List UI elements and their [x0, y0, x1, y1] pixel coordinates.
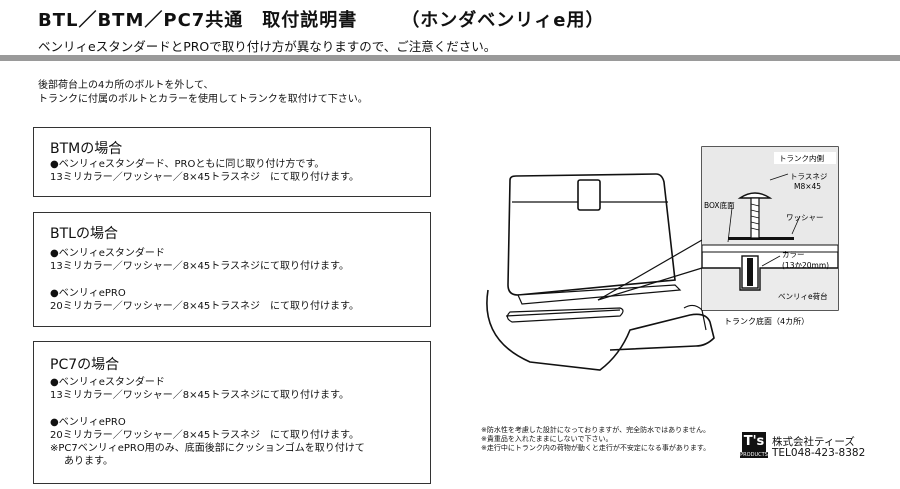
section-btm-title: BTMの場合 — [50, 141, 123, 157]
section-pc7-std-label: ●ベンリィeスタンダード — [50, 377, 165, 388]
company-name: 株式会社ティーズ — [772, 436, 855, 448]
section-pc7-title: PC7の場合 — [50, 357, 120, 373]
label-truss-screw: トラスネジ — [790, 172, 828, 181]
company-logo-sub: PRODUCTS — [740, 452, 768, 458]
section-btl-title: BTLの場合 — [50, 226, 118, 242]
note-waterproof: ※防水性を考慮した設計になっておりますが、完全防水ではありません。 — [481, 426, 710, 434]
section-pc7-std-text: 13ミリカラー／ワッシャー／8×45トラスネジにて取り付けます。 — [50, 390, 349, 401]
section-btl-std-label: ●ベンリィeスタンダード — [50, 248, 165, 259]
label-collar-size: (13か20mm) — [782, 261, 829, 270]
label-carrier: ベンリィe荷台 — [778, 291, 828, 301]
page-title: BTL／BTM／PC7共通 取付説明書 （ホンダベンリィe用） — [38, 6, 605, 32]
note-driving: ※走行中にトランク内の荷物が動くと走行が不安定になる事があります。 — [481, 444, 711, 452]
section-btm-line-2: 13ミリカラー／ワッシャー／8×45トラスネジ にて取り付けます。 — [50, 172, 359, 183]
intro-line-1: 後部荷台上の4カ所のボルトを外して、 — [38, 80, 214, 91]
page-subtitle: ベンリィeスタンダードとPROで取り付け方が異なりますので、ご注意ください。 — [38, 39, 497, 54]
section-btl-std-text: 13ミリカラー／ワッシャー／8×45トラスネジにて取り付けます。 — [50, 261, 349, 272]
label-washer: ワッシャー — [786, 213, 824, 222]
page-title-suffix: （ホンダベンリィe用） — [401, 10, 605, 31]
section-pc7-note-1: ※PC7ベンリィePRO用のみ、底面後部にクッションゴムを取り付けて — [50, 443, 365, 454]
company-tel: TEL048-423-8382 — [772, 447, 866, 459]
page-title-main: BTL／BTM／PC7共通 取付説明書 — [38, 10, 358, 31]
scooter-trunk-illustration — [486, 173, 715, 371]
section-btm-line-1: ●ベンリィeスタンダード、PROともに同じ取り付け方です。 — [50, 159, 325, 170]
section-btl-pro-text: 20ミリカラー／ワッシャー／8×45トラスネジ にて取り付けます。 — [50, 301, 359, 312]
intro-line-2: トランクに付属のボルトとカラーを使用してトランクを取付けて下さい。 — [38, 94, 368, 105]
label-screw-size: M8×45 — [794, 182, 821, 191]
label-collar: カラー — [782, 250, 805, 259]
section-btl-pro-label: ●ベンリィePRO — [50, 288, 126, 299]
section-btm: BTMの場合 ●ベンリィeスタンダード、PROともに同じ取り付け方です。 13ミ… — [33, 127, 431, 197]
diagram-caption: トランク底面（4カ所） — [724, 316, 809, 326]
washer-shape — [728, 237, 794, 240]
collar-shape — [741, 255, 759, 289]
section-btl: BTLの場合 ●ベンリィeスタンダード 13ミリカラー／ワッシャー／8×45トラ… — [33, 212, 431, 327]
section-pc7: PC7の場合 ●ベンリィeスタンダード 13ミリカラー／ワッシャー／8×45トラ… — [33, 341, 431, 484]
label-trunk-inside: トランク内側 — [779, 153, 824, 163]
installation-diagram: トランク内側 トラスネジ M8×45 BOX底面 ワッシャー カラー (13か2… — [486, 146, 839, 371]
header-divider — [0, 55, 900, 61]
detail-box: トランク内側 トラスネジ M8×45 BOX底面 ワッシャー カラー (13か2… — [701, 146, 839, 311]
label-box-bottom: BOX底面 — [704, 200, 735, 210]
section-pc7-pro-label: ●ベンリィePRO — [50, 417, 126, 428]
section-pc7-note-2: あります。 — [64, 456, 113, 467]
section-pc7-pro-text: 20ミリカラー／ワッシャー／8×45トラスネジ にて取り付けます。 — [50, 430, 359, 441]
note-valuables: ※貴重品を入れたままにしないで下さい。 — [481, 435, 613, 443]
truss-screw-shape — [737, 192, 773, 239]
